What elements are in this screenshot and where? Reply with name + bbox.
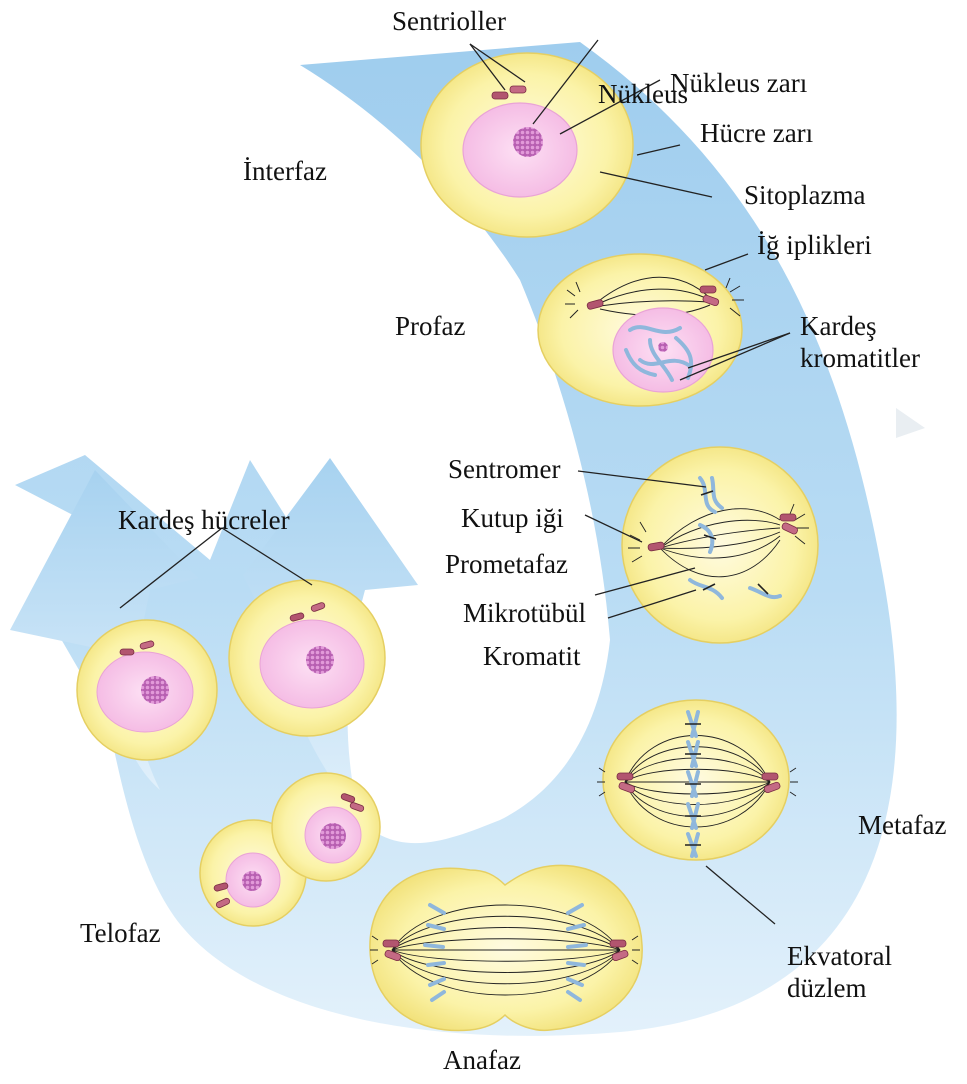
label-ekvatoral-duzlem: Ekvatoral düzlem	[787, 940, 892, 1005]
label-sitoplazma: Sitoplazma	[744, 182, 865, 209]
label-nukleus-zari: Nükleus zarı	[670, 70, 807, 97]
label-mikrotubul: Mikrotübül	[463, 600, 586, 627]
label-kutup-igi: Kutup iği	[461, 505, 564, 532]
anaphase-cell	[370, 865, 642, 1030]
label-anafaz: Anafaz	[443, 1047, 521, 1074]
label-kromatit: Kromatit	[483, 643, 580, 670]
label-hucre-zari: Hücre zarı	[700, 120, 813, 147]
label-interfaz: İnterfaz	[243, 158, 327, 185]
label-kardes-kromatitler: Kardeş kromatitler	[800, 310, 920, 375]
label-metafaz: Metafaz	[858, 812, 946, 839]
prometaphase-cell	[622, 447, 818, 643]
label-sentrioller: Sentrioller	[392, 8, 506, 35]
label-ig-iplikleri: İğ iplikleri	[757, 232, 872, 259]
label-telofaz: Telofaz	[80, 920, 161, 947]
decor-triangle	[896, 408, 925, 438]
label-profaz: Profaz	[395, 313, 465, 340]
label-kardes-hucreler: Kardeş hücreler	[118, 507, 290, 534]
prophase-cell	[538, 254, 744, 406]
label-prometafaz: Prometafaz	[445, 551, 568, 578]
label-sentromer: Sentromer	[448, 456, 560, 483]
